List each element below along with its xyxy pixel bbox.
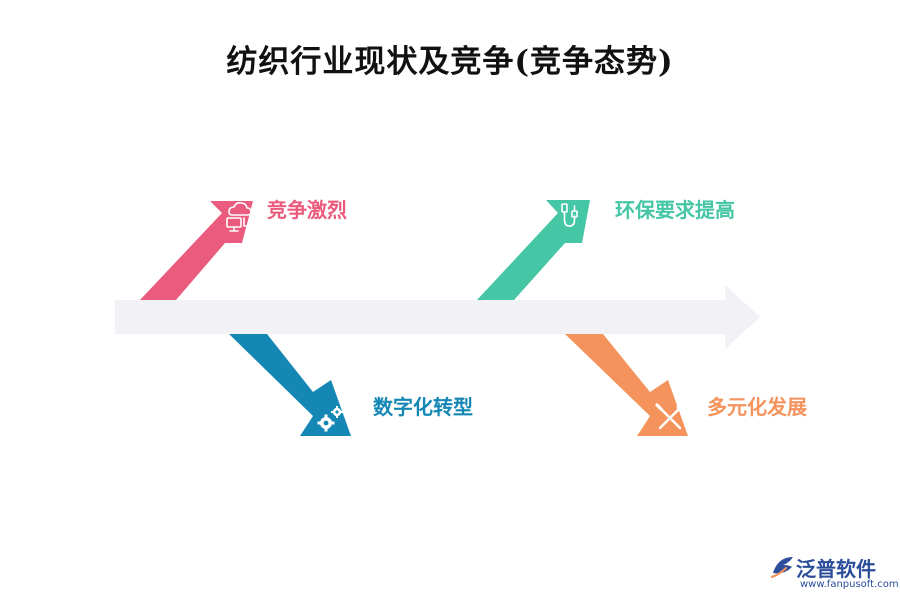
branch-arrow-environment <box>477 200 590 300</box>
logo-url: www.fanpusoft.com <box>800 579 899 590</box>
brand-logo: 泛普软件 www.fanpusoft.com <box>770 553 899 595</box>
logo-icon <box>770 557 793 579</box>
logo-name: 泛普软件 <box>796 557 876 581</box>
cloud-computer-icon <box>226 202 252 232</box>
branch-label-digital: 数字化转型 <box>373 395 473 419</box>
connector-cable-icon <box>561 203 578 227</box>
branch-label-competition: 竞争激烈 <box>267 198 347 222</box>
branch-label-diversify: 多元化发展 <box>707 395 807 419</box>
branch-label-environment: 环保要求提高 <box>615 198 735 222</box>
branch-arrow-diversify <box>565 334 688 436</box>
tools-icon <box>655 402 686 430</box>
gears-icon <box>317 406 343 432</box>
page-title: 纺织行业现状及竞争(竞争态势) <box>226 44 674 80</box>
branch-arrow-competition <box>140 201 253 300</box>
branch-arrow-digital <box>229 334 351 436</box>
spine-arrow <box>115 285 760 349</box>
